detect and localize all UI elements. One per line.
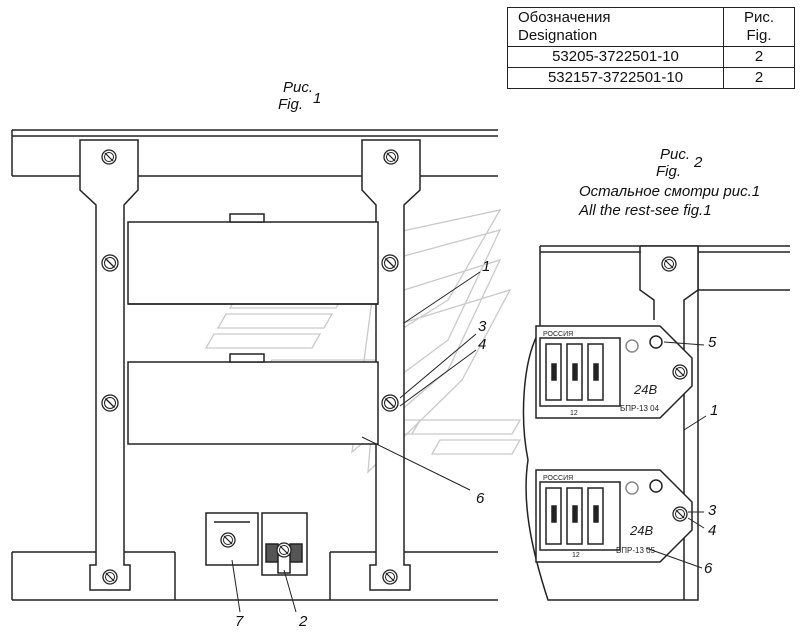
block-voltage-lower: 24В xyxy=(629,523,653,538)
callout-7: 7 xyxy=(235,613,244,630)
fig1-caption-number: 1 xyxy=(313,90,322,107)
table-header-row: Обозначения Designation Рис. Fig. xyxy=(507,7,795,47)
fig-header-ru: Рис. xyxy=(743,9,775,26)
block-maker-lower: РОССИЯ xyxy=(543,475,573,482)
bottom-frame-rail xyxy=(11,551,498,601)
callout-fig2-3: 3 xyxy=(708,502,717,519)
block-model-lower: БПР-13 05 xyxy=(616,546,656,555)
fig2-relay-plate-upper xyxy=(535,325,693,419)
fig1-leader-lines xyxy=(231,271,481,613)
fig2-leader-lines xyxy=(645,341,707,569)
block-count-upper: 12 xyxy=(570,410,578,417)
table-cell-designation: 53205-3722501-10 xyxy=(507,46,724,68)
fig-header-en: Fig. xyxy=(746,27,772,44)
fig2-note-ru: Остальное смотри рис.1 xyxy=(579,183,761,200)
block-count-lower: 12 xyxy=(572,552,580,559)
callout-fig2-6: 6 xyxy=(704,560,713,577)
fig2-caption-ru: Рис. xyxy=(660,146,691,163)
relay-block-lower xyxy=(127,353,379,445)
block-voltage-upper: 24В xyxy=(633,382,657,397)
designation-table: Обозначения Designation Рис. Fig. 53205-… xyxy=(507,7,795,89)
callout-fig2-5: 5 xyxy=(708,334,717,351)
designation-header: Обозначения Designation xyxy=(507,7,724,47)
designation-header-ru: Обозначения xyxy=(518,9,611,26)
fig2-assembly xyxy=(522,245,790,601)
fig1-caption-ru: Рис. xyxy=(283,79,314,96)
block-maker-upper: РОССИЯ xyxy=(543,331,573,338)
table-row: 53205-3722501-10 2 xyxy=(507,46,795,68)
callout-4: 4 xyxy=(478,336,487,353)
fig2-caption-number: 2 xyxy=(694,154,703,171)
callout-3: 3 xyxy=(478,318,487,335)
clamp-part-7 xyxy=(205,512,259,566)
callout-fig2-4: 4 xyxy=(708,522,717,539)
left-bracket xyxy=(79,139,139,591)
table-row: 532157-3722501-10 2 xyxy=(507,67,795,89)
fig1-caption-en: Fig. xyxy=(278,96,304,113)
fig2-caption-en: Fig. xyxy=(656,163,682,180)
callout-6: 6 xyxy=(476,490,485,507)
relay-block-upper xyxy=(127,213,379,305)
block-model-upper: БПР-13 04 xyxy=(620,404,660,413)
fig2-block-texts: РОССИЯ 24В БПР-13 04 12 РОССИЯ 24В БПР-1… xyxy=(543,331,660,559)
fig1-assembly xyxy=(11,129,498,601)
callout-1: 1 xyxy=(482,258,491,275)
table-cell-fig: 2 xyxy=(723,67,795,89)
callout-fig2-1: 1 xyxy=(710,402,719,419)
fig2-note-en: All the rest-see fig.1 xyxy=(579,202,712,219)
callout-2: 2 xyxy=(299,613,308,630)
designation-header-en: Designation xyxy=(518,27,598,44)
fig-header: Рис. Fig. xyxy=(723,7,795,47)
table-cell-designation: 532157-3722501-10 xyxy=(507,67,724,89)
fig2-relay-plate-lower xyxy=(535,469,693,563)
